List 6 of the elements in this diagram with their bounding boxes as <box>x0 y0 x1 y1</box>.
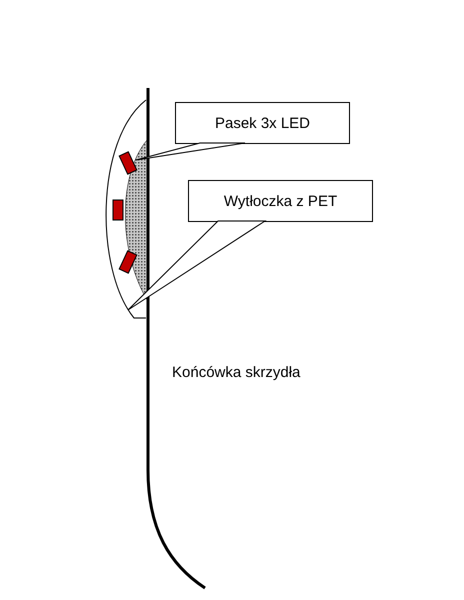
callout-pointer <box>128 220 267 310</box>
pet-molding-drawing <box>106 100 148 318</box>
callout-pointer <box>136 142 246 160</box>
led-strip <box>112 151 138 274</box>
callout-box: Wytłoczka z PET <box>188 180 373 222</box>
part-label: Końcówka skrzydła <box>172 364 300 381</box>
